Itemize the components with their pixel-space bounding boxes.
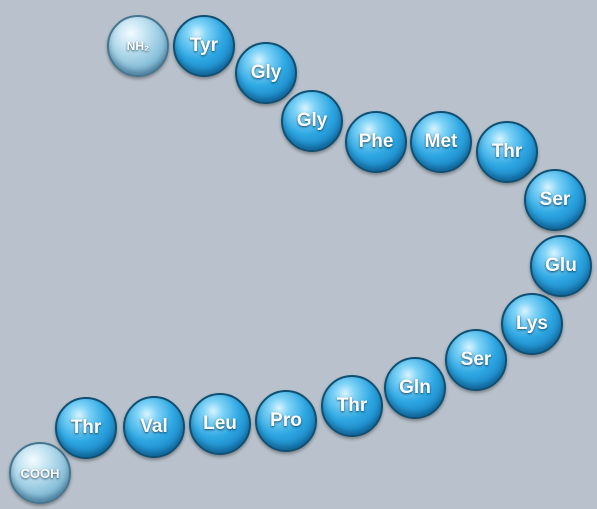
residue-label-1: Tyr — [189, 35, 219, 56]
residue-label-5: Met — [424, 131, 458, 152]
residue-bead-6: Thr — [476, 121, 538, 183]
c-terminus-bead: COOH — [9, 442, 71, 504]
residue-label-12: Thr — [336, 395, 368, 416]
residue-label-2: Gly — [250, 62, 282, 83]
residue-bead-11: Gln — [384, 357, 446, 419]
residue-label-4: Phe — [358, 131, 394, 152]
residue-label-13: Pro — [270, 410, 302, 431]
residue-label-9: Lys — [515, 313, 549, 334]
residue-label-3: Gly — [296, 110, 328, 131]
residue-bead-1: Tyr — [173, 15, 235, 77]
residue-bead-9: Lys — [501, 293, 563, 355]
residue-bead-16: Thr — [55, 397, 117, 459]
residue-bead-5: Met — [410, 111, 472, 173]
residue-label-7: Ser — [539, 189, 571, 210]
residue-label-16: Thr — [70, 417, 102, 438]
n-terminus-bead: NH₂ — [107, 15, 169, 77]
c-terminus-label: COOH — [20, 465, 60, 481]
residue-label-6: Thr — [491, 141, 523, 162]
residue-bead-7: Ser — [524, 169, 586, 231]
residue-bead-10: Ser — [445, 329, 507, 391]
n-terminus-label: NH₂ — [126, 39, 150, 53]
residue-bead-3: Gly — [281, 90, 343, 152]
residue-bead-14: Leu — [189, 393, 251, 455]
residue-bead-2: Gly — [235, 42, 297, 104]
residue-label-8: Glu — [545, 255, 577, 276]
residue-bead-8: Glu — [530, 235, 592, 297]
residue-label-15: Val — [140, 416, 168, 437]
residue-label-11: Gln — [399, 377, 431, 398]
residue-bead-15: Val — [123, 396, 185, 458]
residue-bead-4: Phe — [345, 111, 407, 173]
residue-bead-13: Pro — [255, 390, 317, 452]
residue-bead-12: Thr — [321, 375, 383, 437]
residue-label-14: Leu — [203, 413, 237, 434]
residue-label-10: Ser — [460, 349, 492, 370]
